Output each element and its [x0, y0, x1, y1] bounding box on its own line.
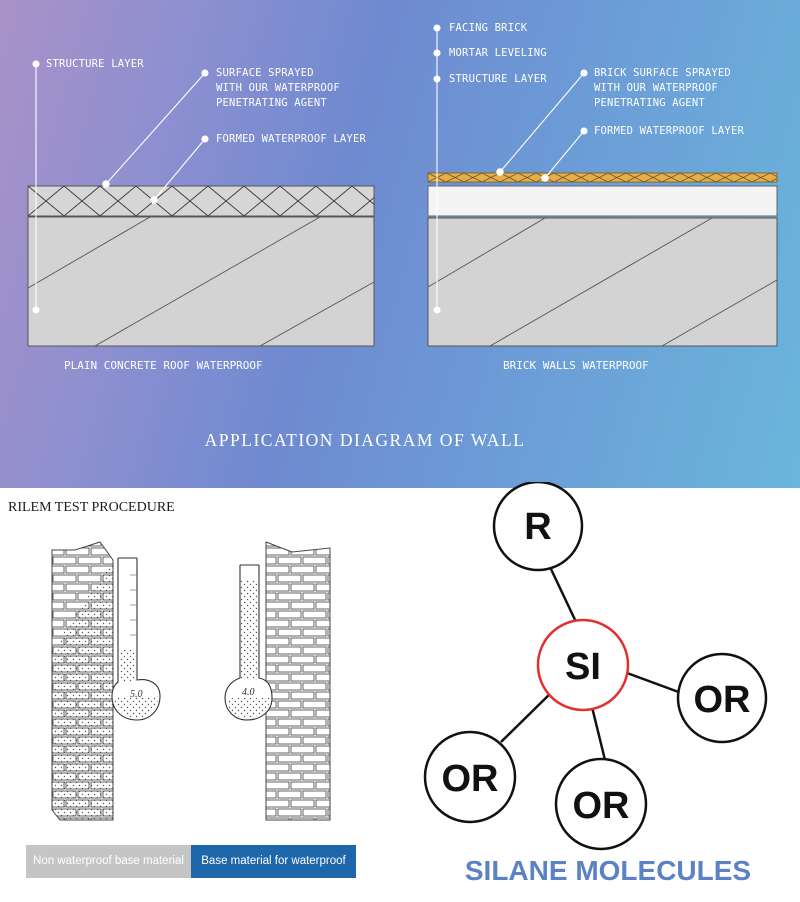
svg-text:SI: SI: [565, 646, 601, 688]
rilem-test-drawing: 5.0 4.0: [51, 541, 331, 821]
atom-or-right: OR: [676, 652, 768, 744]
label-mortar-leveling: MORTAR LEVELING: [449, 47, 547, 59]
brick-wall-section: [427, 172, 778, 347]
svg-text:OR: OR: [694, 679, 751, 721]
rilem-test-title: RILEM TEST PROCEDURE: [8, 500, 175, 515]
rilem-wall-waterproof: [265, 541, 331, 821]
atom-si: SI: [536, 618, 630, 712]
svg-text:OR: OR: [442, 758, 499, 800]
caption-concrete-roof: PLAIN CONCRETE ROOF WATERPROOF: [64, 359, 263, 372]
application-diagram-panel: STRUCTURE LAYER SURFACE SPRAYED WITH OUR…: [0, 0, 800, 488]
crosshatch-fill: [28, 186, 374, 216]
svg-text:R: R: [524, 506, 551, 548]
caption-brick-walls: BRICK WALLS WATERPROOF: [503, 359, 649, 372]
molecule-bonds: [500, 566, 685, 761]
application-diagram-title: APPLICATION DIAGRAM OF WALL: [204, 430, 526, 450]
silane-molecule-diagram: R SI OR OR OR: [423, 482, 768, 851]
atom-or-left: OR: [423, 730, 517, 824]
svg-text:OR: OR: [573, 785, 630, 827]
atom-r: R: [492, 482, 584, 572]
tube-left-label: 5.0: [130, 689, 143, 700]
atom-or-bottom: OR: [554, 757, 648, 851]
structure-layer-left: [27, 216, 375, 347]
waterproof-base-button[interactable]: Base material for waterproof: [191, 845, 356, 878]
non-waterproof-base-button[interactable]: Non waterproof base material: [26, 845, 191, 878]
label-facing-brick: FACING BRICK: [449, 22, 528, 34]
application-diagram-drawing: [27, 24, 778, 347]
label-brick-surface-sprayed: BRICK SURFACE SPRAYED WITH OUR WATERPROO…: [594, 67, 731, 109]
rilem-tube-right: 4.0: [224, 564, 273, 721]
structure-layer-right: [427, 217, 778, 347]
rilem-tube-left: 5.0: [111, 557, 161, 721]
tube-right-label: 4.0: [242, 687, 255, 698]
label-structure-layer-right: STRUCTURE LAYER: [449, 73, 547, 85]
mortar-leveling-layer: [427, 185, 778, 217]
label-surface-sprayed: SURFACE SPRAYED WITH OUR WATERPROOF PENE…: [216, 67, 340, 109]
label-formed-waterproof-layer-left: FORMED WATERPROOF LAYER: [216, 133, 366, 145]
leader-lines: [32, 24, 588, 314]
rilem-wall-non-waterproof: [51, 541, 114, 821]
brick-hatch: [428, 173, 777, 182]
concrete-roof-section: [27, 185, 375, 347]
label-formed-waterproof-layer-right: FORMED WATERPROOF LAYER: [594, 125, 744, 137]
label-structure-layer: STRUCTURE LAYER: [46, 58, 144, 70]
silane-molecules-title: SILANE MOLECULES: [464, 855, 752, 886]
